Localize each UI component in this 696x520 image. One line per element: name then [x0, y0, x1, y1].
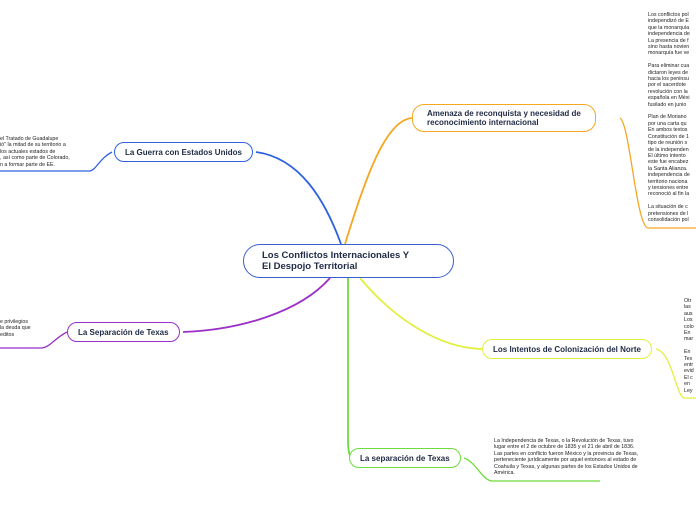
note-line: entr — [684, 362, 694, 369]
underline-separacion-texas-2-note — [463, 457, 600, 482]
note-line: que la monarquía — [648, 24, 690, 31]
note-line: n a formar parte de EE. — [0, 161, 56, 168]
note-line: El último intento — [648, 152, 686, 159]
note-line: ió" la mitad de su territorio a — [0, 142, 66, 149]
note-line: revolución con la — [648, 88, 688, 95]
note-line: editos — [0, 331, 15, 338]
note-line: la deuda que — [0, 325, 31, 332]
note-line: Constitución de 1 — [648, 133, 689, 140]
note-reconquista: Los conflictos pol independizó de E que … — [648, 12, 696, 223]
branch-separacion-texas-2-label: La separación de Texas — [360, 453, 450, 463]
branch-reconquista[interactable]: Amenaza de reconquista y necesidad de re… — [412, 104, 596, 132]
note-line: perteneciente jurídicamente por aquel en… — [494, 457, 637, 464]
branch-reconquista-label-line1: Amenaza de reconquista y necesidad de — [427, 109, 581, 118]
central-topic-line1: Los Conflictos Internacionales Y — [262, 250, 410, 261]
branch-estados-unidos[interactable]: La Guerra con Estados Unidos — [114, 142, 253, 162]
note-line: Los — [684, 317, 693, 324]
connector-separacion-texas-1 — [182, 277, 331, 333]
note-estados-unidos: el Tratado de Guadalupe ió" la mitad de … — [0, 136, 112, 168]
branch-separacion-texas-2[interactable]: La separación de Texas — [349, 448, 461, 468]
note-line: Para eliminar cua — [648, 63, 690, 70]
note-line: pretensiones de l — [648, 210, 689, 217]
note-line: América. — [494, 470, 515, 477]
underline-separacion-texas-1-note — [0, 331, 68, 349]
note-paragraph: Los conflictos pol independizó de E que … — [648, 12, 696, 57]
note-line: consolidación pol — [648, 216, 689, 223]
note-line: hacia los peninsu — [648, 76, 689, 83]
note-line: los actuales estados de — [0, 148, 56, 155]
underline-estados-unidos-note — [0, 151, 113, 172]
branch-colonizacion[interactable]: Los Intentos de Colonización del Norte — [482, 339, 653, 359]
connector-separacion-texas-2 — [347, 278, 353, 459]
note-line: Plan de Moriano — [648, 114, 687, 121]
note-line: y tensiones entre — [648, 184, 689, 191]
note-line: En — [684, 330, 691, 337]
note-line: , así como parte de Colorado, — [0, 155, 70, 162]
note-line: la Santa Alianza. — [648, 165, 688, 172]
note-line: este fue encabez — [648, 159, 689, 166]
note-line: La situación de c — [648, 204, 688, 211]
note-line: colo — [684, 323, 694, 330]
branch-reconquista-label-line2: reconocimiento internacional — [427, 118, 539, 127]
note-line: en — [684, 381, 690, 388]
note-line: La Independencia de Texas, o la Revoluci… — [494, 438, 634, 444]
note-line: fusilado en junio — [648, 101, 687, 108]
note-line: e privilegios — [0, 319, 28, 325]
note-line: En ambos textos — [648, 127, 688, 134]
note-line: mar — [684, 336, 694, 343]
note-line: tipo de reunión s — [648, 140, 688, 147]
note-paragraph: Otr las aus Los colo En mar — [684, 298, 696, 343]
note-line: Otr — [684, 298, 692, 304]
central-topic-line2: El Despojo Territorial — [262, 261, 358, 272]
note-line: territorio naciona — [648, 178, 688, 185]
note-line: evid — [684, 368, 694, 375]
note-line: La presencia de f — [648, 37, 689, 44]
central-topic[interactable]: Los Conflictos Internacionales Y El Desp… — [243, 244, 454, 278]
branch-estados-unidos-label: La Guerra con Estados Unidos — [125, 147, 242, 157]
underline-reconquista-note — [619, 117, 696, 229]
branch-separacion-texas-1-label: La Separación de Texas — [78, 327, 169, 337]
note-line: dictaron leyes de — [648, 69, 689, 76]
note-line: lugar entre el 2 de octubre de 1835 y el… — [494, 444, 635, 451]
note-line: el Tratado de Guadalupe — [0, 136, 59, 142]
note-line: En — [684, 349, 691, 356]
note-paragraph: Para eliminar cua dictaron leyes de haci… — [648, 63, 696, 108]
note-line: aus — [684, 310, 693, 317]
note-paragraph: Plan de Moriano por una carta qu En ambo… — [648, 114, 696, 197]
note-line: de la independen — [648, 146, 689, 153]
branch-separacion-texas-1[interactable]: La Separación de Texas — [67, 322, 180, 342]
note-paragraph: En Tex entr evid El c en Ley — [684, 349, 696, 394]
note-line: reconoció al fin la — [648, 191, 690, 198]
note-line: independizó de E — [648, 18, 689, 25]
note-line: Coahuila y Texas, y algunas partes de lo… — [494, 463, 638, 470]
note-separacion-texas-1: e privilegios la deuda que editos — [0, 319, 66, 338]
note-line: Las partes en conflicto fueron México y … — [494, 450, 639, 457]
note-line: las — [684, 304, 691, 311]
note-line: por el sacerdote — [648, 82, 686, 89]
note-paragraph: La situación de c pretensiones de l cons… — [648, 204, 696, 223]
note-line: sino hasta novien — [648, 44, 690, 51]
note-line: independencia de — [648, 31, 690, 38]
note-line: por una carta qu — [648, 120, 687, 127]
note-separacion-texas-2: La Independencia de Texas, o la Revoluci… — [494, 438, 694, 476]
note-line: española en Méxi — [648, 95, 690, 102]
connector-estados-unidos — [255, 151, 342, 245]
connector-colonizacion — [359, 277, 483, 350]
note-colonizacion: Otr las aus Los colo En mar En Tex entr … — [684, 298, 696, 394]
note-line: Los conflictos pol — [648, 12, 689, 18]
note-line: El c — [684, 374, 693, 381]
underline-colonizacion-note — [655, 348, 696, 399]
note-line: independencia de — [648, 172, 690, 179]
note-line: Ley — [684, 387, 693, 394]
connector-reconquista — [344, 117, 413, 245]
branch-colonizacion-label: Los Intentos de Colonización del Norte — [493, 344, 642, 354]
note-line: monarquía fue ve — [648, 50, 690, 57]
note-line: Tex — [684, 355, 693, 362]
